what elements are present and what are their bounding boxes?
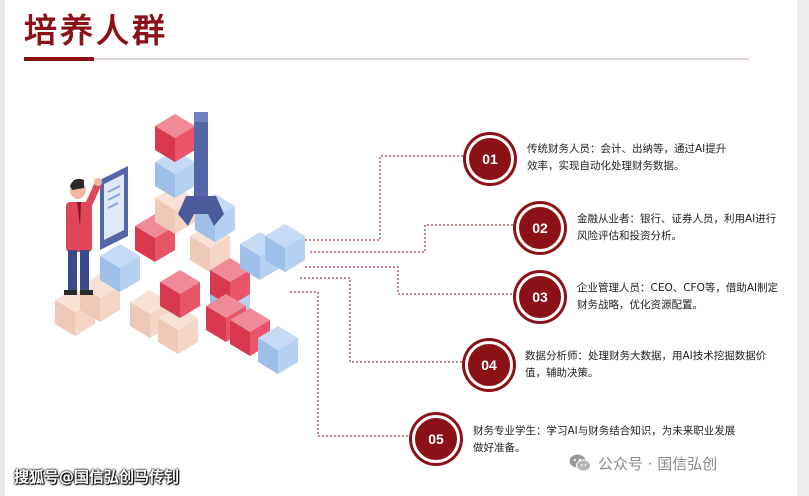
cube-stack — [55, 114, 305, 374]
item-description: 传统财务人员：会计、出纳等，通过AI提升 效率，实现自动化处理财务数据。 — [527, 141, 726, 175]
watermark-wechat: 公众号 · 国信弘创 — [568, 451, 717, 475]
item-number-badge: 01 — [466, 135, 514, 183]
item-description-line: 企业管理人员：CEO、CFO等，借助AI制定 — [577, 282, 779, 294]
item-description-line: 传统财务人员：会计、出纳等，通过AI提升 — [527, 143, 727, 155]
item-description-line: 做好准备。 — [473, 442, 526, 454]
item-description-line: 财务战略，优化资源配置。 — [577, 299, 703, 311]
wechat-icon — [569, 454, 591, 472]
connector-lines — [290, 155, 513, 437]
item-number-badge: 02 — [516, 204, 564, 252]
item-description: 数据分析师：处理财务大数据，用AI技术挖掘数据价 值，辅助决策。 — [525, 348, 766, 382]
document-board-icon — [100, 166, 128, 250]
item-description-line: 值，辅助决策。 — [525, 367, 599, 379]
watermark-wechat-text: 公众号 · 国信弘创 — [598, 454, 718, 473]
item-description-line: 效率，实现自动化处理财务数据。 — [527, 160, 685, 172]
item-description-line: 金融从业者：银行、证券人员，利用AI进行 — [577, 213, 777, 225]
left-frame-border — [0, 0, 5, 496]
item-description-line: 财务专业学生：学习AI与财务结合知识，为未来职业发展 — [473, 425, 736, 437]
item-number-badge: 03 — [516, 273, 564, 321]
item-description: 企业管理人员：CEO、CFO等，借助AI制定 财务战略，优化资源配置。 — [577, 280, 778, 314]
page-title: 培养人群 — [24, 11, 168, 50]
item-description-line: 数据分析师：处理财务大数据，用AI技术挖掘数据价 — [525, 350, 767, 362]
item-description: 财务专业学生：学习AI与财务结合知识，为未来职业发展 做好准备。 — [473, 423, 735, 457]
item-number-badge: 05 — [412, 415, 460, 463]
item-description-line: 风险评估和投资分析。 — [577, 230, 682, 242]
item-number-badge: 04 — [465, 341, 513, 389]
item-description: 金融从业者：银行、证券人员，利用AI进行 风险评估和投资分析。 — [577, 211, 776, 245]
person-figure — [64, 178, 102, 295]
title-underline-accent — [24, 57, 94, 61]
right-frame-border — [797, 0, 809, 496]
wrench-icon — [178, 112, 224, 226]
watermark-sohu: 搜狐号@国信弘创马传钊 — [14, 468, 180, 486]
title-underline — [94, 58, 749, 60]
